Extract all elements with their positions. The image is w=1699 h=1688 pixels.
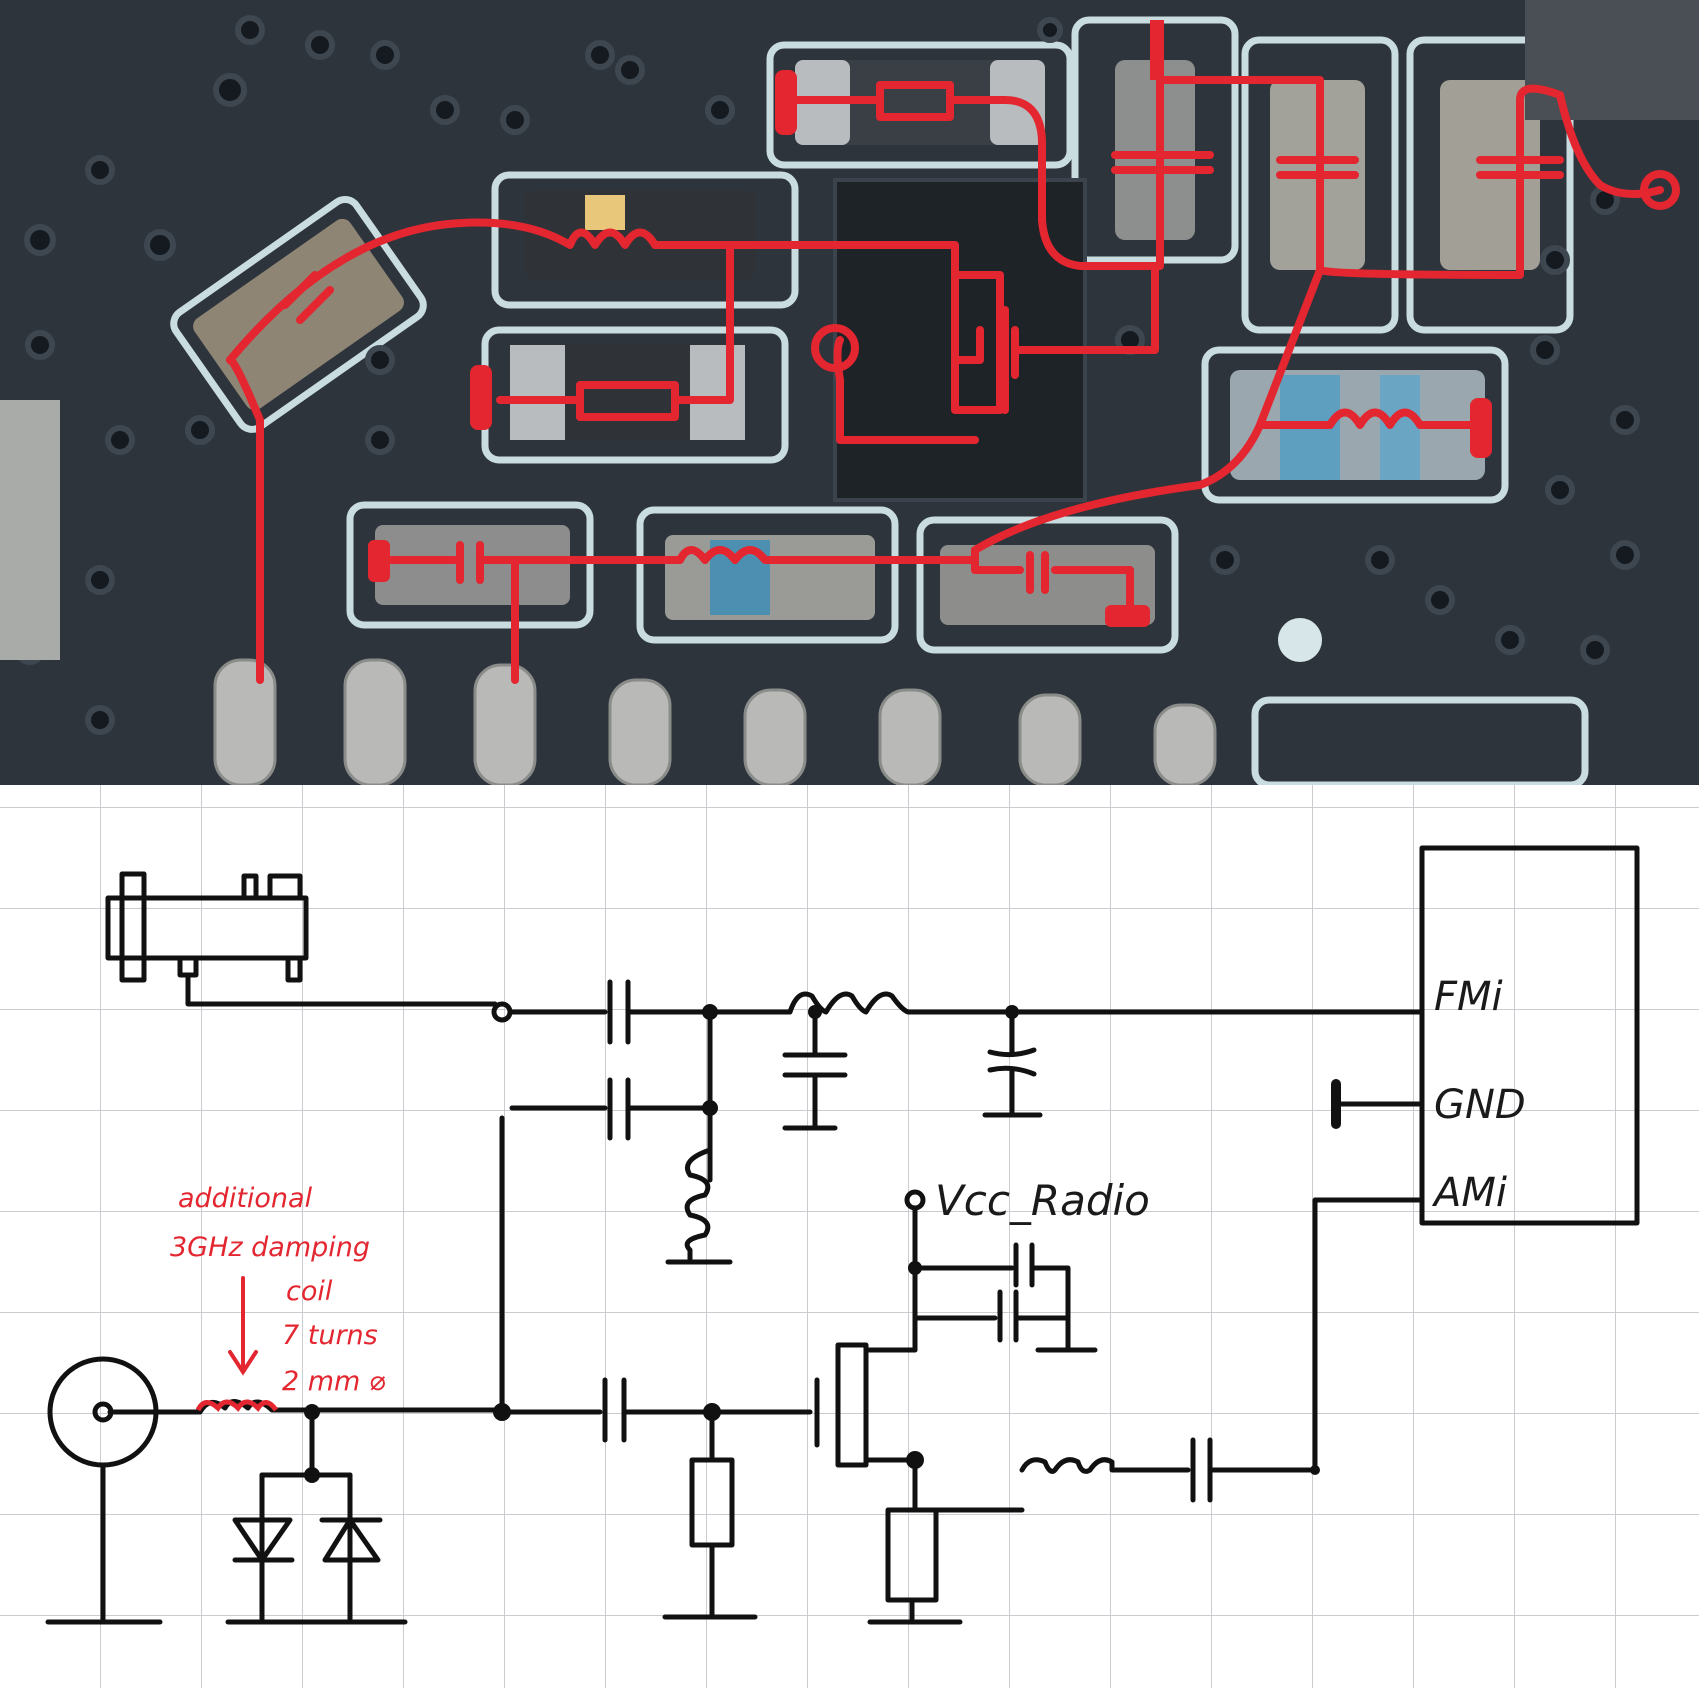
pin-label-fm: FMi bbox=[1434, 974, 1503, 1020]
ic-pins bbox=[213, 658, 1217, 785]
supply-label: Vcc_Radio bbox=[935, 1176, 1150, 1225]
test-pad bbox=[1278, 618, 1322, 662]
grid-paper bbox=[0, 785, 1699, 1688]
schematic-sheet: FMi GND AMi Vcc_Radio additional 3GHz da… bbox=[0, 785, 1699, 1688]
pcb-vias bbox=[15, 15, 1640, 735]
damping-coil-note: additional 3GHz damping coil 7 turns 2 m… bbox=[170, 1183, 386, 1412]
pin-label-am: AMi bbox=[1431, 1170, 1507, 1216]
pin-label-gnd: GND bbox=[1434, 1082, 1526, 1128]
note-line-4: 7 turns bbox=[282, 1320, 378, 1351]
pcb-photo bbox=[0, 0, 1699, 785]
input-connector-symbol bbox=[105, 871, 309, 983]
note-line-5: 2 mm ⌀ bbox=[282, 1366, 386, 1397]
note-line-2: 3GHz damping bbox=[170, 1232, 370, 1263]
red-annotation-traces bbox=[226, 76, 1664, 684]
note-line-3: coil bbox=[286, 1276, 333, 1307]
ic-package bbox=[833, 178, 1087, 502]
note-arrow bbox=[228, 1276, 258, 1376]
edge-component bbox=[0, 400, 60, 660]
schematic-lines bbox=[45, 845, 1640, 1625]
damping-coil bbox=[195, 1399, 279, 1412]
corner-component bbox=[1525, 0, 1699, 120]
schematic-junctions bbox=[304, 1004, 1320, 1483]
red-annotation-pads bbox=[368, 20, 1492, 627]
note-line-1: additional bbox=[178, 1183, 313, 1214]
